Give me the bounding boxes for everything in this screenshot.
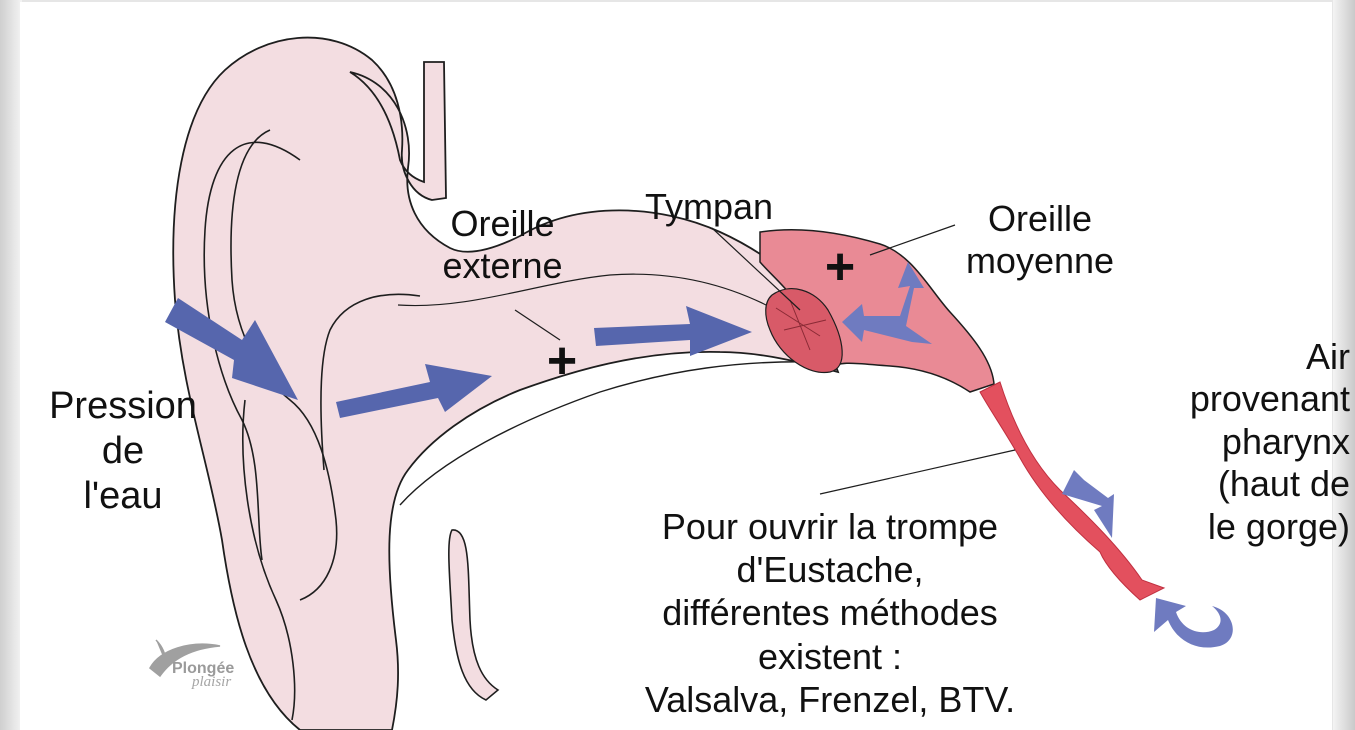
logo-plongee-plaisir: Plongée plaisir xyxy=(150,636,270,696)
plus-sign-moyenne: + xyxy=(825,238,855,296)
label-air-line5: le gorge) xyxy=(1130,506,1350,548)
label-trompe-line5: Valsalva, Frenzel, BTV. xyxy=(540,678,1120,721)
logo-text-line2: plaisir xyxy=(192,674,231,691)
label-air-line4: (haut de xyxy=(1130,463,1350,505)
label-air: Air provenant pharynx (haut de le gorge) xyxy=(1130,336,1350,548)
label-tympan: Tympan xyxy=(624,186,794,228)
label-trompe-line3: différentes méthodes xyxy=(540,591,1120,634)
label-oreille-externe: Oreille externe xyxy=(430,203,575,288)
label-oreille-externe-line2: externe xyxy=(430,245,575,287)
label-trompe-line1: Pour ouvrir la trompe xyxy=(540,505,1120,548)
label-trompe-line4: existent : xyxy=(540,635,1120,678)
label-oreille-moyenne-line1: Oreille xyxy=(950,198,1130,240)
label-oreille-moyenne: Oreille moyenne xyxy=(950,198,1130,283)
label-air-line3: pharynx xyxy=(1130,421,1350,463)
label-oreille-externe-line1: Oreille xyxy=(430,203,575,245)
label-oreille-moyenne-line2: moyenne xyxy=(950,240,1130,282)
label-pression-line3: l'eau xyxy=(28,474,218,519)
label-pression: Pression de l'eau xyxy=(28,384,218,518)
label-pression-line2: de xyxy=(28,429,218,474)
label-air-line1: Air xyxy=(1130,336,1350,378)
label-pression-line1: Pression xyxy=(28,384,218,429)
label-air-line2: provenant xyxy=(1130,378,1350,420)
label-trompe-line2: d'Eustache, xyxy=(540,548,1120,591)
plus-sign-externe: + xyxy=(547,332,577,390)
label-trompe: Pour ouvrir la trompe d'Eustache, différ… xyxy=(540,505,1120,721)
